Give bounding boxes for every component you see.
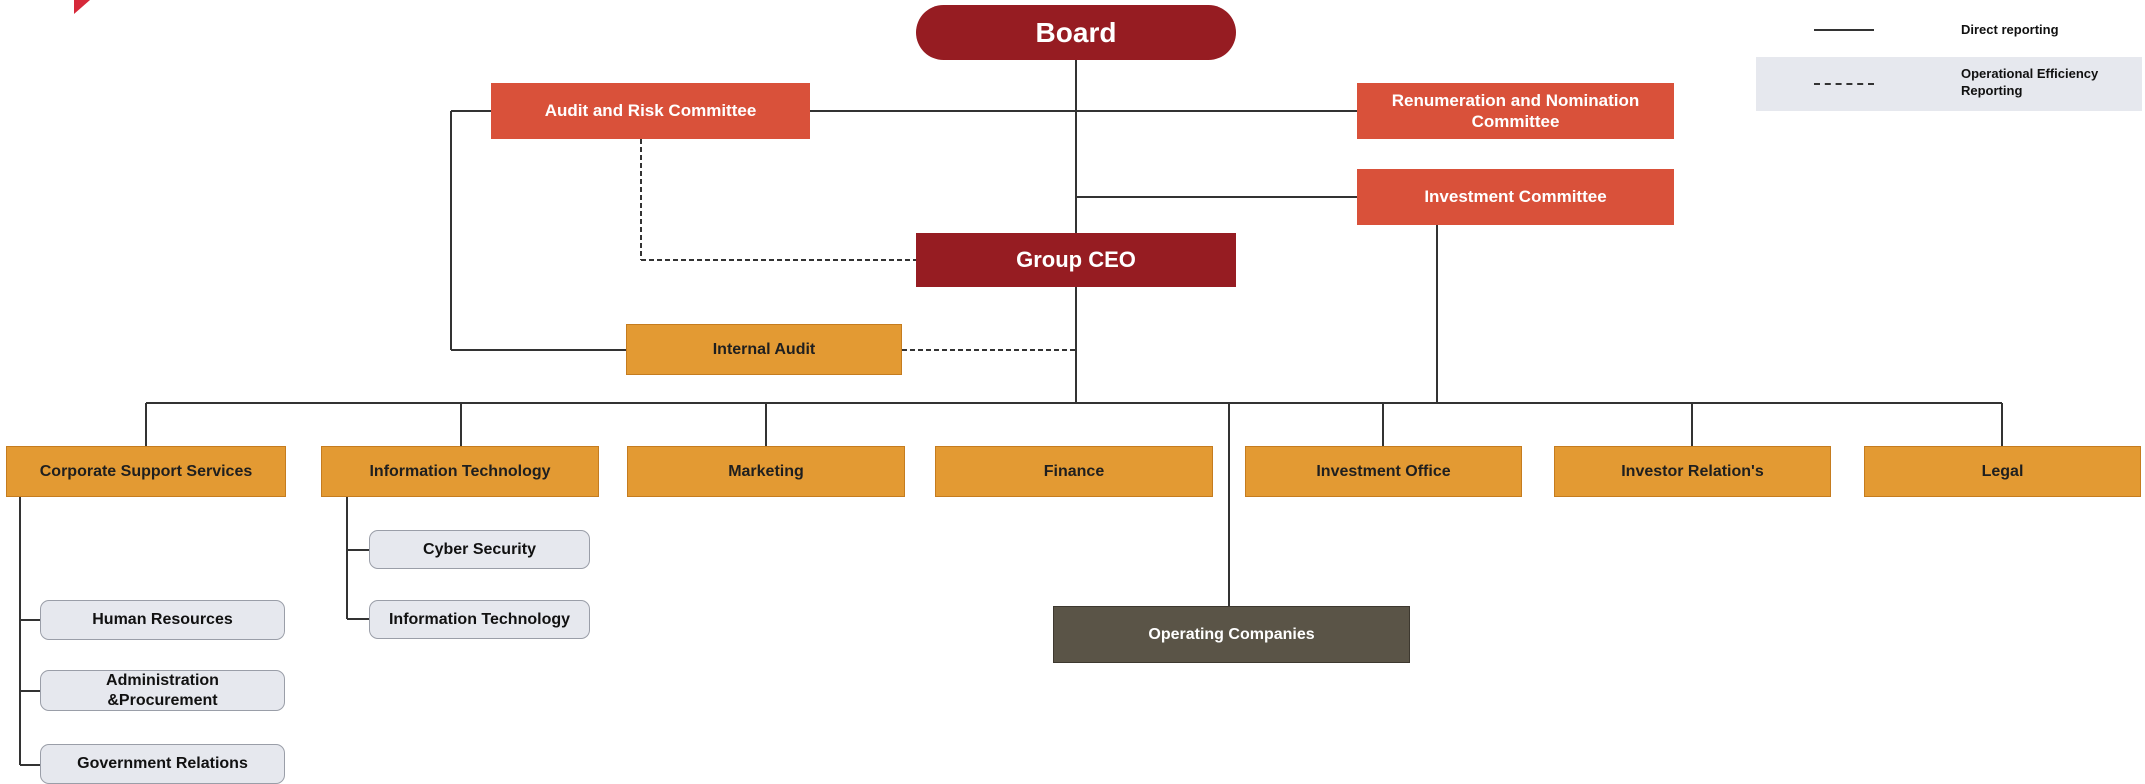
internal-audit-box[interactable]: Internal Audit — [626, 324, 902, 375]
operating-companies-box[interactable]: Operating Companies — [1053, 606, 1410, 663]
legend-direct-label: Direct reporting — [1961, 22, 2059, 37]
legend-dashed-line — [1814, 83, 1874, 85]
unit-cyber-security[interactable]: Cyber Security — [369, 530, 590, 569]
dept-marketing[interactable]: Marketing — [627, 446, 905, 497]
legend-solid-line — [1814, 29, 1874, 31]
corner-brand-mark — [74, 0, 90, 14]
board-box[interactable]: Board — [916, 5, 1236, 60]
legend-row-operational: Operational Efficiency Reporting — [1756, 57, 2142, 111]
renumeration-nomination-committee-box[interactable]: Renumeration and Nomination Committee — [1357, 83, 1674, 139]
investment-committee-box[interactable]: Investment Committee — [1357, 169, 1674, 225]
dept-investor-relations[interactable]: Investor Relation's — [1554, 446, 1831, 497]
unit-government-relations[interactable]: Government Relations — [40, 744, 285, 784]
dept-legal[interactable]: Legal — [1864, 446, 2141, 497]
dept-finance[interactable]: Finance — [935, 446, 1213, 497]
legend-operational-label: Operational Efficiency Reporting — [1961, 66, 2099, 98]
dept-investment-office[interactable]: Investment Office — [1245, 446, 1522, 497]
unit-administration-procurement[interactable]: Administration &Procurement — [40, 670, 285, 711]
dept-information-technology[interactable]: Information Technology — [321, 446, 599, 497]
legend-row-direct: Direct reporting — [1756, 0, 2142, 54]
legend: Direct reporting Operational Efficiency … — [1756, 0, 2142, 111]
group-ceo-box[interactable]: Group CEO — [916, 233, 1236, 287]
dept-corporate-support-services[interactable]: Corporate Support Services — [6, 446, 286, 497]
audit-risk-committee-box[interactable]: Audit and Risk Committee — [491, 83, 810, 139]
unit-human-resources[interactable]: Human Resources — [40, 600, 285, 640]
unit-information-technology[interactable]: Information Technology — [369, 600, 590, 639]
